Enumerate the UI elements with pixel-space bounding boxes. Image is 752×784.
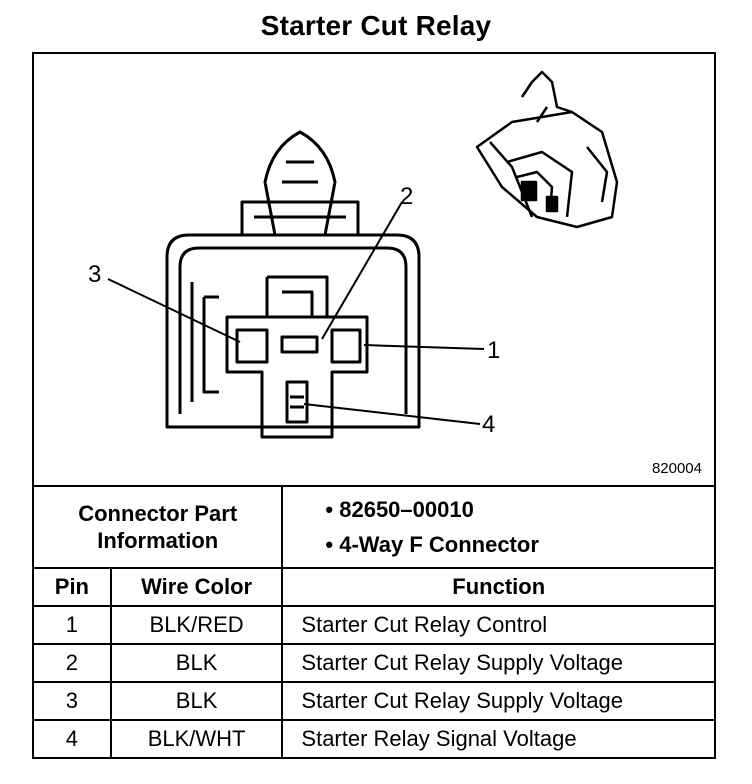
function-cell: Starter Relay Signal Voltage xyxy=(281,719,716,759)
connector-type: 4-Way F Connector xyxy=(339,532,539,557)
connector-drawing: 1 2 3 4 xyxy=(88,70,619,439)
pin-cavity xyxy=(225,315,369,439)
page-title: Starter Cut Relay xyxy=(260,10,492,41)
callout-3: 3 xyxy=(88,261,101,288)
wire-color-cell: BLK/RED xyxy=(109,605,284,645)
header-wire-color: Wire Color xyxy=(109,567,284,607)
table-header-row: Pin Wire Color Function xyxy=(32,567,716,607)
function-cell: Starter Cut Relay Supply Voltage xyxy=(281,681,716,721)
table-row: 4 BLK/WHT Starter Relay Signal Voltage xyxy=(32,719,716,759)
connector-info-label-line1: Connector Part xyxy=(78,501,238,526)
header-function: Function xyxy=(281,567,716,607)
function-cell: Starter Cut Relay Supply Voltage xyxy=(281,643,716,683)
connector-info-label: Connector Part Information xyxy=(31,485,284,569)
table-row: 1 BLK/RED Starter Cut Relay Control xyxy=(32,605,716,645)
leader-line-4 xyxy=(303,403,481,425)
connector-latch xyxy=(263,130,337,236)
callout-4: 4 xyxy=(482,411,495,438)
wire-color-cell: BLK xyxy=(109,643,284,683)
pin-cell: 2 xyxy=(32,643,112,683)
wire-color-cell: BLK/WHT xyxy=(109,719,284,759)
table-row: 2 BLK Starter Cut Relay Supply Voltage xyxy=(32,643,716,683)
part-number: 82650–00010 xyxy=(339,497,474,522)
figure-id: 820004 xyxy=(651,460,702,477)
connector-perspective-view xyxy=(475,70,619,229)
header-pin: Pin xyxy=(32,567,112,607)
table-row: 3 BLK Starter Cut Relay Supply Voltage xyxy=(32,681,716,721)
connector-info-label-line2: Information xyxy=(97,528,219,553)
connector-figure: 1 2 3 4 820004 xyxy=(32,52,716,485)
leader-line-3 xyxy=(107,278,241,343)
pin-cell: 3 xyxy=(32,681,112,721)
pin-table: Connector Part Information • 82650–00010… xyxy=(31,485,716,759)
connector-info-bullets: • 82650–00010 • 4-Way F Connector xyxy=(281,485,716,569)
connector-info-row: Connector Part Information • 82650–00010… xyxy=(31,485,716,569)
leader-line-1 xyxy=(363,344,485,350)
callout-1: 1 xyxy=(487,337,500,364)
callout-2: 2 xyxy=(400,183,413,210)
pin-cell: 1 xyxy=(32,605,112,645)
document-frame xyxy=(32,52,716,759)
leader-line-2 xyxy=(321,201,403,340)
pin-cell: 4 xyxy=(32,719,112,759)
connector-body xyxy=(165,233,421,429)
function-cell: Starter Cut Relay Control xyxy=(281,605,716,645)
wire-color-cell: BLK xyxy=(109,681,284,721)
